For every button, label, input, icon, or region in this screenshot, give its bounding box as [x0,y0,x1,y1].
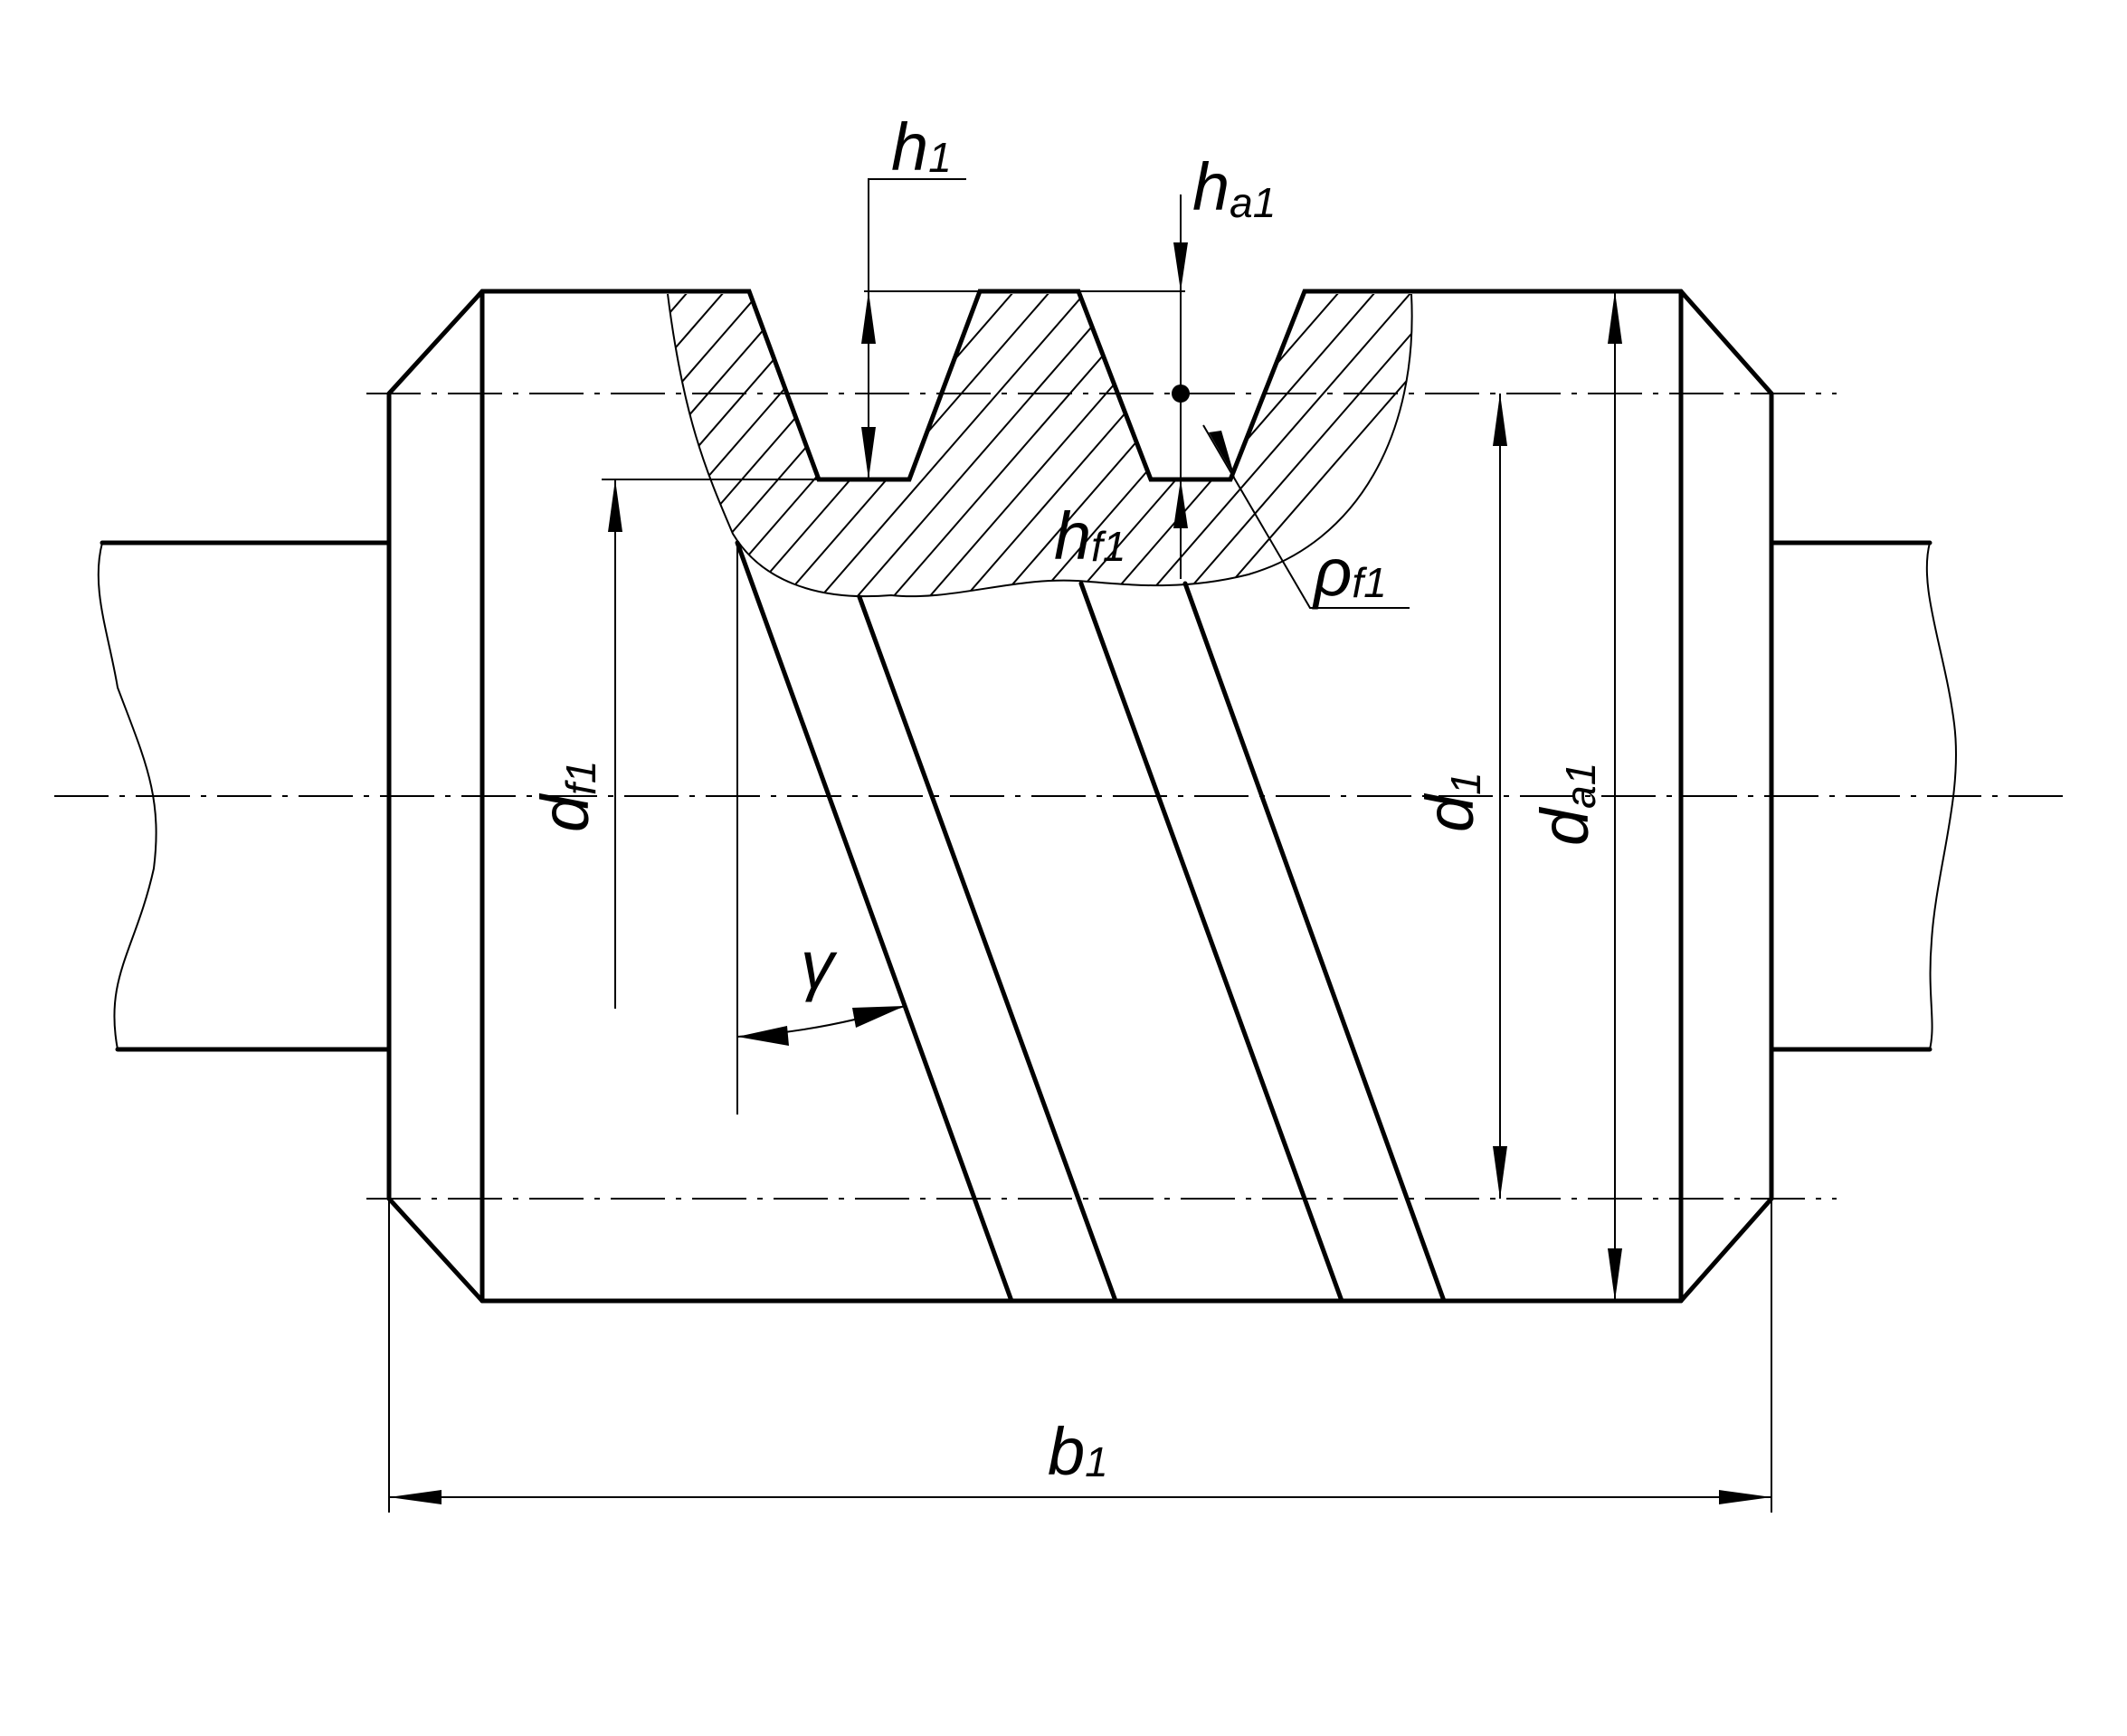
label-df1: df1 [527,760,604,832]
d1-dimension [1493,394,1507,1199]
da1-dimension [1608,291,1622,1301]
ha1-dimension [1172,194,1190,579]
label-h1: h1 [891,109,952,185]
label-gamma: γ [801,927,838,1002]
left-shaft [97,540,392,1052]
right-shaft [1769,540,1958,1052]
section-break-line [667,293,1413,598]
lead-angle-dimension [736,543,906,1115]
h1-dimension [861,178,1185,479]
root-radius-leader [1202,424,1410,609]
df1-dimension [602,479,819,1009]
label-da1: da1 [1527,763,1604,846]
label-d1: d1 [1412,772,1489,832]
worm-body [386,289,1774,1304]
label-ha1: ha1 [1192,149,1276,226]
label-b1: b1 [1048,1414,1108,1489]
label-hf1: hf1 [1054,498,1126,574]
label-rho-f1: ρf1 [1312,535,1387,610]
b1-dimension [388,1199,1772,1513]
section-hatching [668,294,1412,597]
helix-lines [735,540,1447,1304]
